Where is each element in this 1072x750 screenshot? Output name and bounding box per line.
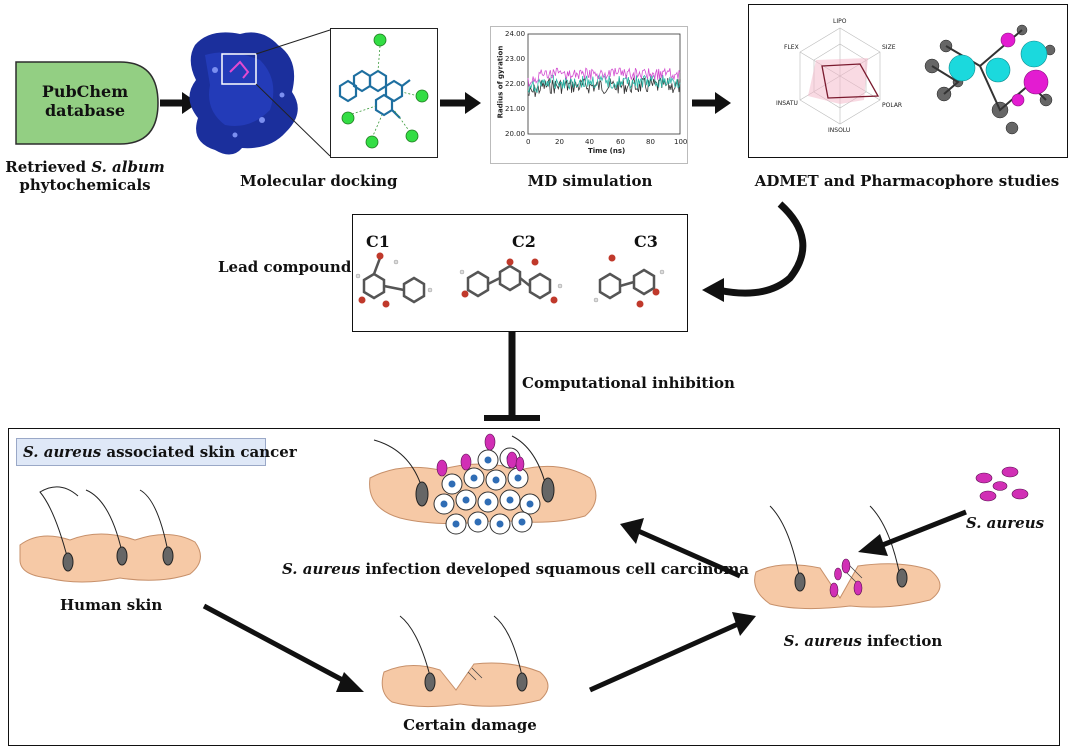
- docking-label: Molecular docking: [240, 172, 398, 190]
- md-ytick-1: 23.00: [505, 55, 526, 63]
- md-xtick-1: 20: [555, 138, 564, 146]
- md-xtick-0: 0: [526, 138, 531, 146]
- md-xtick-2: 40: [585, 138, 594, 146]
- infection-label: S. aureus infection: [783, 632, 943, 650]
- certain-damage-label: Certain damage: [403, 716, 537, 734]
- md-xtick-3: 60: [616, 138, 625, 146]
- radar-axis-polar: POLAR: [882, 102, 903, 109]
- skin-cancer-panel: [8, 428, 1060, 746]
- carcinoma-label: S. aureus infection developed squamous c…: [282, 560, 750, 578]
- bacteria-label: S. aureus: [965, 514, 1045, 532]
- admet-panel: [748, 4, 1068, 158]
- radar-axis-flex: FLEX: [784, 44, 799, 51]
- md-ytick-0: 24.00: [505, 30, 526, 38]
- md-xtick-5: 100: [674, 138, 688, 146]
- md-ytick-2: 22.00: [505, 80, 526, 88]
- radar-axis-insatu: INSATU: [776, 100, 798, 107]
- radar-axis-lipo: LIPO: [833, 18, 847, 25]
- human-skin-label: Human skin: [60, 596, 163, 614]
- pubchem-title: PubChem database: [41, 82, 129, 120]
- md-xtick-4: 80: [646, 138, 655, 146]
- md-ylabel: Radius of gyration: [496, 45, 505, 119]
- md-ytick-3: 21.00: [505, 105, 526, 113]
- radar-axis-size: SIZE: [882, 44, 896, 51]
- compound-c3-label: C3: [634, 232, 658, 251]
- skin-cancer-header: S. aureus associated skin cancer: [16, 438, 297, 466]
- inhibition-label: Computational inhibition: [522, 374, 735, 392]
- arrow-md-to-admet: [692, 92, 731, 114]
- retrieved-label: Retrieved S. album phytochemicals: [5, 158, 165, 194]
- arrow-docking-to-md: [440, 92, 481, 114]
- md-label: MD simulation: [527, 172, 653, 190]
- compound-c1-label: C1: [366, 232, 390, 251]
- docking-interaction-panel: [330, 28, 438, 158]
- arrow-pubchem-to-docking: [160, 92, 198, 114]
- admet-label: ADMET and Pharmacophore studies: [754, 172, 1060, 190]
- compound-c2-label: C2: [512, 232, 536, 251]
- lead-label: Lead compounds: [218, 258, 360, 276]
- md-xlabel: Time (ns): [588, 147, 626, 155]
- md-ytick-4: 20.00: [505, 130, 526, 138]
- radar-axis-insolu: INSOLU: [828, 127, 851, 134]
